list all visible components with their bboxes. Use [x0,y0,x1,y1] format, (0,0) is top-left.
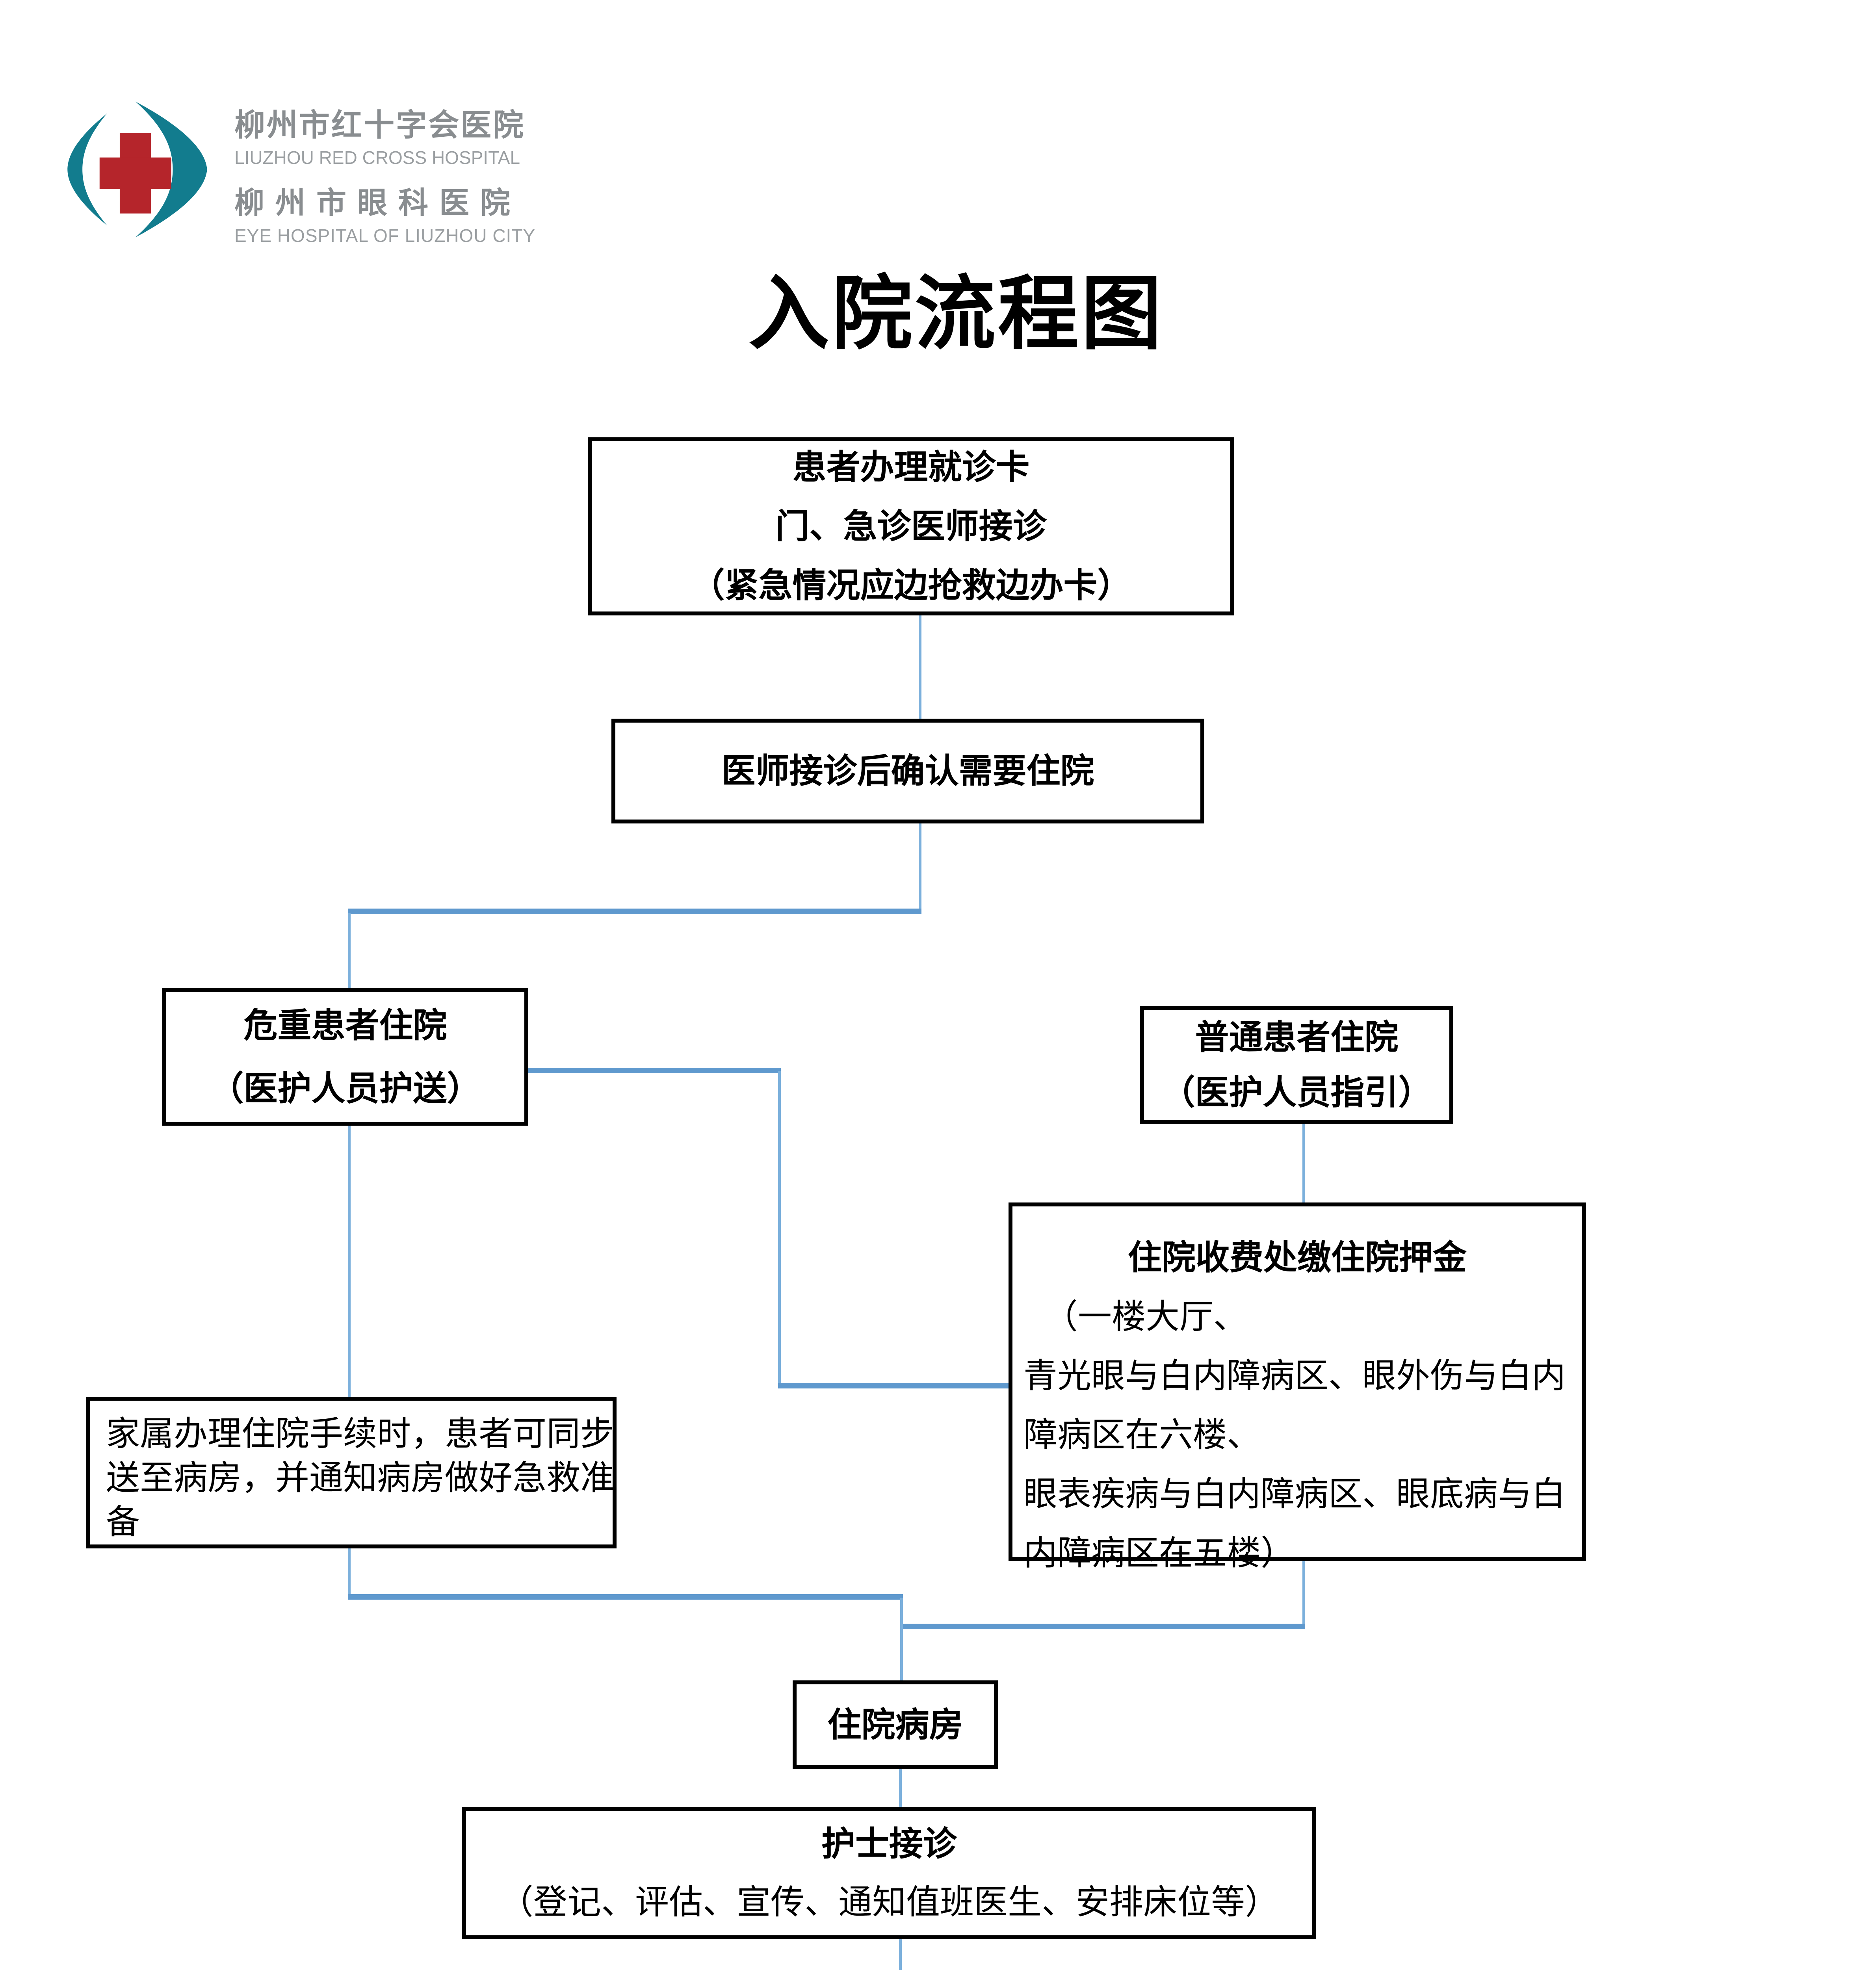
flow-box-pay-deposit: 住院收费处缴住院押金 （一楼大厅、 青光眼与白内障病区、眼外伤与白内 障病区在六… [1009,1202,1586,1572]
box-text-line: （医护人员护送） [210,1069,481,1108]
connector-ward-to-nurse [899,1769,902,1807]
connector-family-merge-horizontal [348,1594,903,1600]
connector-payment-down [1302,1561,1305,1626]
hospital-logo-text: 柳州市红十字会医院 LIUZHOU RED CROSS HOSPITAL 柳州市… [234,100,550,246]
hospital-name-en: LIUZHOU RED CROSS HOSPITAL [234,147,520,168]
box-text-line: （医护人员指引） [1161,1074,1432,1111]
box-text-line: （登记、评估、宣传、通知值班医生、安排床位等） [500,1883,1279,1921]
flow-box-nurse-reception: 护士接诊 （登记、评估、宣传、通知值班医生、安排床位等） [462,1807,1316,1939]
eye-cross-logo-icon [67,101,207,238]
connector-payment-merge-horizontal [900,1624,1305,1629]
flow-box-family-procedure: 家属办理住院手续时，患者可同步 送至病房，并通知病房做好急救准 备 [86,1397,617,1548]
box-text-line: 内障病区在五楼） [1023,1534,1295,1572]
box-text-line: 门、急诊医师接诊 [775,507,1047,545]
connector-confirm-down [919,823,921,911]
page-title: 入院流程图 [749,270,1164,359]
box-text-line: 住院收费处缴住院押金 [1128,1239,1467,1277]
connector-elbow-to-payment [778,1383,1009,1388]
box-text-line: 患者办理就诊卡 [792,448,1030,486]
box-text-line: 眼表疾病与白内障病区、眼底病与白 [1023,1475,1566,1513]
box-text-line: 送至病房，并通知病房做好急救准 [106,1459,614,1497]
flow-box-inpatient-ward: 住院病房 [793,1680,998,1769]
connector-branch-horizontal [348,909,921,914]
box-text-line: 医师接诊后确认需要住院 [721,752,1094,790]
connector-family-down [348,1548,351,1597]
connector-critical-to-family [348,1126,351,1397]
connector-normal-to-payment [1302,1124,1305,1202]
flow-box-register-card: 患者办理就诊卡 门、急诊医师接诊 （紧急情况应边抢救边办卡） [588,437,1234,615]
box-text-line: （一楼大厅、 [1044,1298,1247,1336]
box-text-line: 备 [106,1503,140,1541]
eye-hospital-name-en: EYE HOSPITAL OF LIUZHOU CITY [234,225,536,246]
connector-register-to-confirm [919,615,921,719]
connector-elbow-vertical [778,1071,781,1387]
hospital-logo: 柳州市红十字会医院 LIUZHOU RED CROSS HOSPITAL 柳州市… [59,95,552,252]
box-text-line: 家属办理住院手续时，患者可同步 [106,1415,614,1453]
flow-box-critical-patient: 危重患者住院 （医护人员护送） [162,988,528,1126]
connector-nurse-to-doctor [899,1939,902,1970]
box-text-line: 住院病房 [827,1706,963,1744]
connector-branch-to-critical [348,913,351,988]
box-text-line: 障病区在六楼、 [1023,1416,1261,1454]
box-text-line: 普通患者住院 [1195,1018,1399,1056]
eye-hospital-name-zh: 柳州市眼科医院 [234,186,521,220]
box-text-line: 青光眼与白内障病区、眼外伤与白内 [1023,1357,1566,1395]
flow-box-normal-patient: 普通患者住院 （医护人员指引） [1140,1006,1453,1124]
flow-box-confirm-admission: 医师接诊后确认需要住院 [611,719,1204,823]
box-text-line: （紧急情况应边抢救边办卡） [691,567,1131,604]
connector-critical-right [528,1068,781,1073]
box-text-line: 危重患者住院 [243,1006,447,1044]
connector-merge-to-ward [900,1598,903,1680]
hospital-name-zh: 柳州市红十字会医院 [234,108,526,142]
box-text-line: 护士接诊 [821,1825,957,1863]
